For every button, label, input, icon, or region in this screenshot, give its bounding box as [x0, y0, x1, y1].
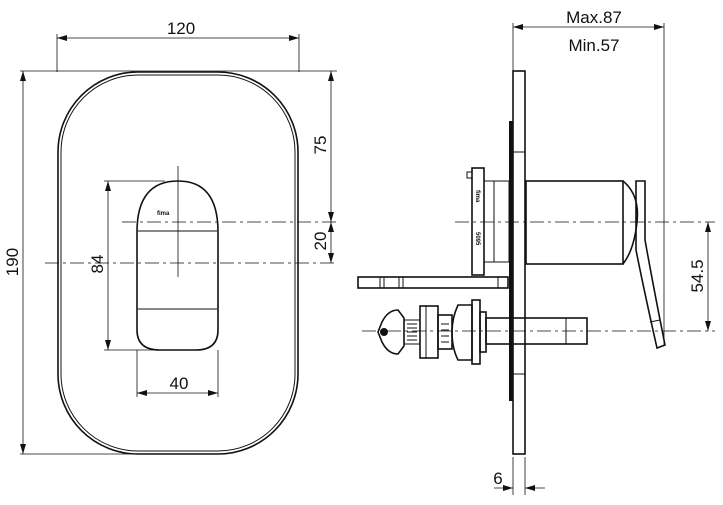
bracket	[471, 167, 485, 276]
svg-text:fima: fima	[474, 190, 480, 203]
dim-height-label: 190	[3, 248, 22, 276]
handle-logo: fima	[157, 211, 170, 217]
handle-body	[525, 180, 624, 265]
side-view: fima 5095	[357, 8, 715, 495]
dim-84-label: 84	[88, 255, 107, 274]
dim-20-label: 20	[311, 232, 330, 251]
dim-max-label: Max.87	[566, 8, 622, 27]
svg-text:5095: 5095	[474, 232, 480, 246]
dim-75-label: 75	[311, 136, 330, 155]
dim-6-label: 6	[493, 469, 502, 488]
side-plate	[512, 70, 526, 455]
front-view: fima 120 190 75 20 84 40	[3, 19, 337, 455]
cartridge	[377, 299, 487, 365]
rod	[357, 276, 509, 289]
lever	[635, 180, 666, 350]
dim-40-label: 40	[170, 374, 189, 393]
handle-outline	[136, 180, 219, 351]
dim-width-label: 120	[167, 19, 195, 38]
dim-54-5-label: 54.5	[688, 259, 707, 292]
dim-min-label: Min.57	[568, 36, 619, 55]
